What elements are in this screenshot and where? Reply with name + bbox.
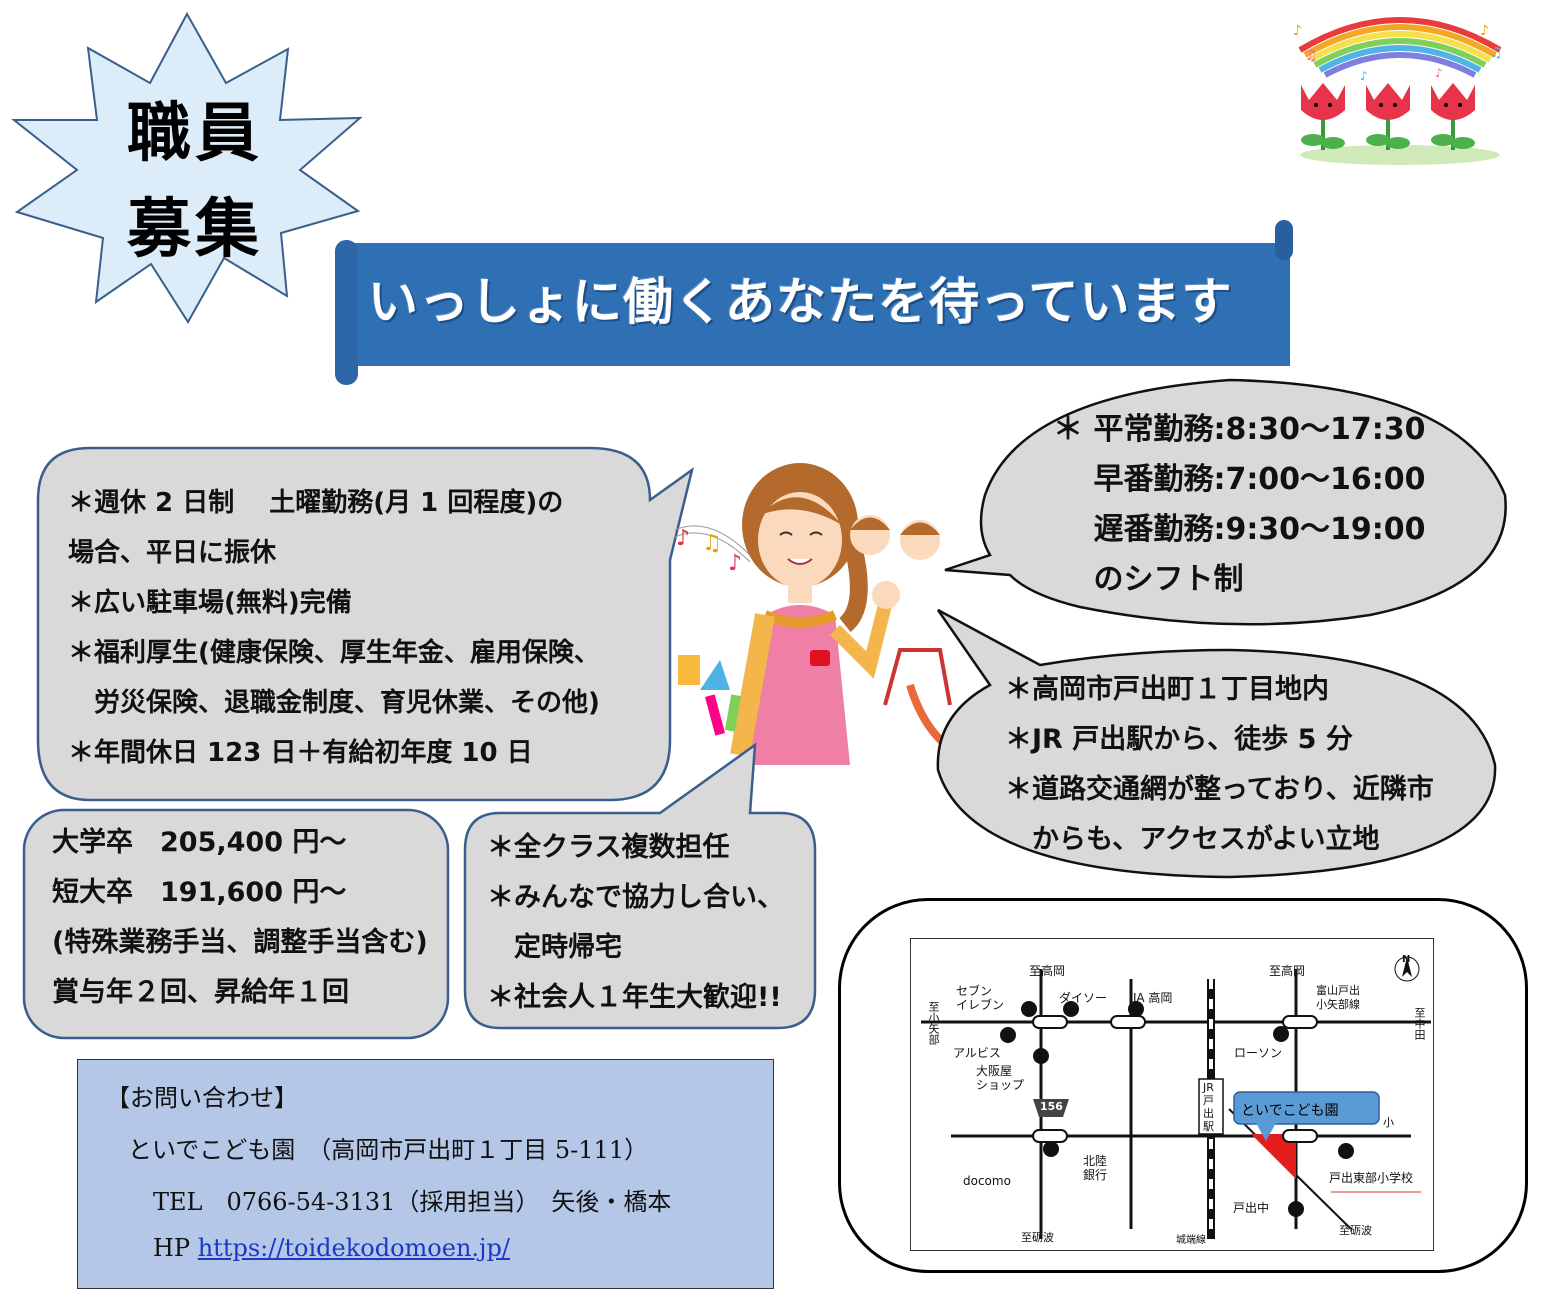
teamwork-text: ＊全クラス複数担任 ＊みんなで協力し合い、 定時帰宅 ＊社会人１年生大歓迎!! (487, 823, 784, 1023)
contact-box: 【お問い合わせ】 といでこども園 （高岡市戸出町１丁目 5-111） TEL 0… (77, 1059, 774, 1289)
teamwork-bubble (463, 742, 817, 1030)
teamwork-line: ＊全クラス複数担任 (487, 832, 730, 863)
shift-line: のシフト制 (1053, 562, 1244, 597)
map-label-osakaya: 大阪屋 ショップ (976, 1064, 1025, 1092)
hp-label: HP (153, 1234, 191, 1262)
map-label-kodomoen: といでこども園 (1241, 1103, 1339, 1119)
svg-text:♪: ♪ (1435, 66, 1443, 80)
salary-text: 大学卒 205,400 円〜 短大卒 191,600 円〜 (特殊業務手当、調整… (52, 818, 428, 1018)
map-label-to-koyabe: 至小矢部 (927, 1001, 940, 1045)
map-label-docomo: docomo (963, 1174, 1011, 1188)
headline-line2: 募集 (127, 193, 263, 267)
svg-text:♫: ♫ (1305, 48, 1318, 64)
teamwork-line: ＊みんなで協力し合い、 (487, 882, 784, 913)
location-line: ＊道路交通網が整っており、近隣市 (1005, 774, 1434, 805)
location-bubble (936, 608, 1497, 879)
teamwork-line: ＊社会人１年生大歓迎!! (487, 982, 782, 1013)
shift-bubble (944, 378, 1507, 626)
hp-link[interactable]: https://toidekodomoen.jp/ (197, 1234, 510, 1262)
map-label-route: 156 (1040, 1100, 1063, 1113)
contact-hp: HP https://toidekodomoen.jp/ (153, 1234, 510, 1262)
svg-text:♪: ♪ (1293, 23, 1302, 39)
headline-line1: 職員 (127, 97, 263, 171)
svg-text:♪: ♪ (1480, 23, 1489, 39)
salary-line: 大学卒 205,400 円〜 (52, 827, 347, 858)
map-label-to-tonami-2: 至砺波 (1339, 1224, 1372, 1237)
contact-org: といでこども園 （高岡市戸出町１丁目 5-111） (128, 1136, 649, 1164)
starburst (11, 11, 363, 324)
map-label-to-takaoka-2: 至高岡 (1269, 964, 1306, 978)
map-label-hokuriku: 北陸 銀行 (1083, 1154, 1108, 1182)
svg-text:♪: ♪ (728, 551, 742, 576)
rainbow-tulip-illustration: ♪ ♫ ♪ ♫ ♪ ♪ (1293, 17, 1503, 165)
svg-text:♫: ♫ (702, 531, 722, 556)
shift-line: 遅番勤務:9:30〜19:00 (1053, 512, 1426, 547)
salary-line: 短大卒 191,600 円〜 (52, 877, 347, 908)
benefit-line: ＊広い駐車場(無料)完備 (68, 588, 352, 618)
teamwork-line: 定時帰宅 (487, 932, 622, 963)
map-label-ja: JA 高岡 (1133, 991, 1173, 1005)
map-label-junior-high: 戸出中 (1233, 1201, 1270, 1215)
map-roads (921, 956, 1431, 1239)
location-line: ＊JR 戸出駅から、徒歩 5 分 (1005, 724, 1353, 755)
benefit-line: ＊週休 2 日制 土曜勤務(月 1 回程度)の (68, 488, 564, 518)
map-label-albis: アルビス (953, 1046, 1001, 1060)
benefits-bubble (36, 446, 695, 802)
contact-heading: 【お問い合わせ】 (106, 1084, 298, 1112)
benefit-line: 労災保険、退職金制度、育児休業、その他) (68, 688, 600, 718)
svg-text:♫: ♫ (1490, 45, 1503, 61)
benefits-text: ＊週休 2 日制 土曜勤務(月 1 回程度)の 場合、平日に振休 ＊広い駐車場(… (68, 478, 600, 778)
contact-tel: TEL 0766-54-3131（採用担当） 矢後・橋本 (153, 1188, 672, 1216)
map-frame (838, 898, 1528, 1273)
shift-line: 早番勤務:7:00〜16:00 (1053, 462, 1426, 497)
access-map: 至高岡 至高岡 N 至小矢部 至中田 セブン イレブン ダイソー JA 高岡 富… (910, 938, 1434, 1251)
svg-text:♪: ♪ (1360, 69, 1368, 83)
map-label-to-nakada: 至中田 (1413, 1007, 1426, 1040)
shift-line: ＊ 平常勤務:8:30〜17:30 (1053, 412, 1426, 447)
benefit-line: ＊年間休日 123 日＋有給初年度 10 日 (68, 738, 533, 768)
shift-text: ＊ 平常勤務:8:30〜17:30 早番勤務:7:00〜16:00 遅番勤務:9… (1053, 405, 1426, 605)
map-label-jr-station: JR戸出駅 (1203, 1081, 1214, 1133)
map-label-johata: 城端線 (1176, 1235, 1206, 1246)
benefit-line: ＊福利厚生(健康保険、厚生年金、雇用保険、 (68, 638, 600, 668)
salary-box (22, 808, 450, 1040)
location-line: からも、アクセスがよい立地 (1005, 824, 1380, 855)
map-label-sho: 小 (1383, 1116, 1394, 1129)
banner-ribbon (335, 220, 1293, 385)
teacher-illustration: ♪ ♫ ♪ (674, 463, 960, 765)
map-label-seven: セブン イレブン (956, 984, 1005, 1012)
map-label-lawson: ローソン (1234, 1046, 1283, 1060)
map-label-east-school: 戸出東部小学校 (1329, 1171, 1414, 1185)
location-text: ＊高岡市戸出町１丁目地内 ＊JR 戸出駅から、徒歩 5 分 ＊道路交通網が整って… (1005, 665, 1434, 865)
banner-text: いっしょに働くあなたを待っています (368, 273, 1233, 331)
svg-text:♪: ♪ (676, 526, 690, 551)
map-label-to-takaoka-1: 至高岡 (1029, 964, 1066, 978)
location-line: ＊高岡市戸出町１丁目地内 (1005, 674, 1329, 705)
benefit-line: 場合、平日に振休 (68, 538, 277, 568)
map-label-daiso: ダイソー (1059, 991, 1108, 1005)
map-label-to-tonami-1: 至砺波 (1021, 1231, 1054, 1244)
map-label-toyama-line: 富山戸出 小矢部線 (1316, 984, 1360, 1011)
salary-line: 賞与年２回、昇給年１回 (52, 977, 349, 1008)
salary-line: (特殊業務手当、調整手当含む) (52, 927, 428, 958)
map-north-label: N (1402, 954, 1411, 965)
